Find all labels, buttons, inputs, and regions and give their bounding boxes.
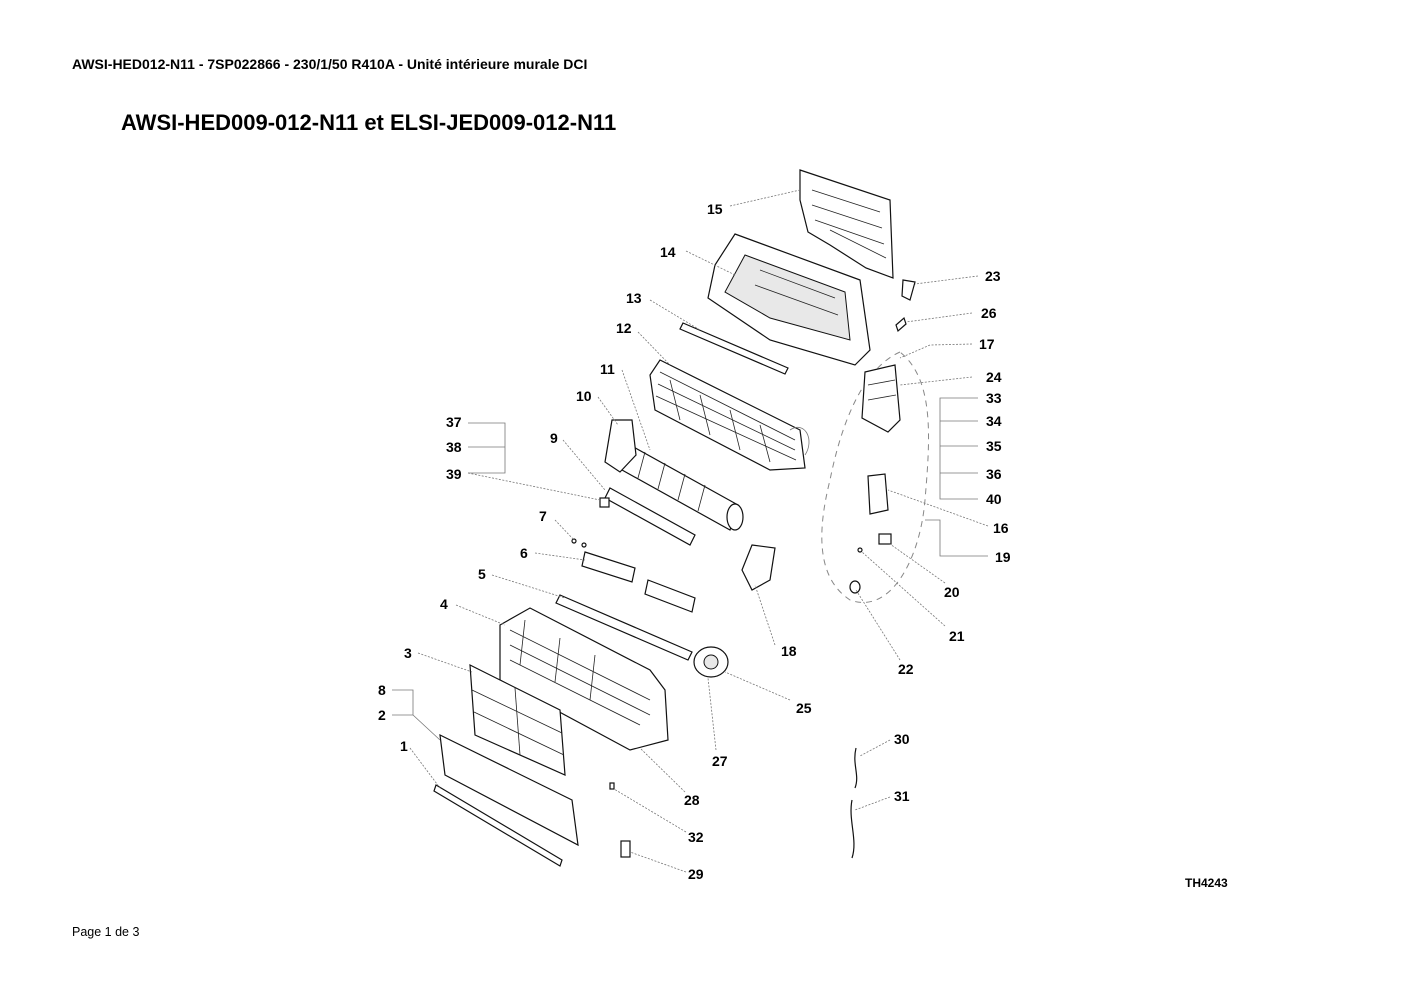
- part-mounting-plate: [799, 169, 894, 279]
- callout-15: 15: [707, 201, 723, 217]
- callout-39: 39: [446, 466, 462, 482]
- part-small-screw-32: [609, 782, 615, 790]
- part-drain-bar: [679, 322, 789, 375]
- part-small-screw: [857, 547, 863, 553]
- callout-23: 23: [985, 268, 1001, 284]
- callout-18: 18: [781, 643, 797, 659]
- callout-3: 3: [404, 645, 412, 661]
- callout-17: 17: [979, 336, 995, 352]
- callout-29: 29: [688, 866, 704, 882]
- callout-4: 4: [440, 596, 448, 612]
- part-sensor-cable-30: [854, 747, 858, 789]
- part-sensor-cable-31: [850, 799, 855, 859]
- part-front-grille: [439, 733, 579, 847]
- part-terminal-block: [867, 473, 889, 515]
- part-louver-bracket-right: [644, 579, 696, 613]
- callout-32: 32: [688, 829, 704, 845]
- part-clip: [571, 538, 577, 544]
- callout-16: 16: [993, 520, 1009, 536]
- callout-19: 19: [995, 549, 1011, 565]
- callout-21: 21: [949, 628, 965, 644]
- document-header: AWSI-HED012-N11 - 7SP022866 - 230/1/50 R…: [72, 56, 588, 72]
- callout-11: 11: [600, 361, 615, 377]
- part-bearing-support: [604, 419, 637, 473]
- part-pipe-clip: [895, 316, 907, 333]
- callout-9: 9: [550, 430, 558, 446]
- part-chassis: [707, 233, 871, 366]
- callout-13: 13: [626, 290, 642, 306]
- part-decor-strip: [433, 784, 563, 867]
- callout-5: 5: [478, 566, 486, 582]
- callout-35: 35: [986, 438, 1002, 454]
- callout-28: 28: [684, 792, 700, 808]
- callout-37: 37: [446, 414, 462, 430]
- callout-10: 10: [576, 388, 592, 404]
- callout-24: 24: [986, 369, 1002, 385]
- part-connector: [878, 533, 892, 545]
- callout-8: 8: [378, 682, 386, 698]
- callout-7: 7: [539, 508, 547, 524]
- callout-30: 30: [894, 731, 910, 747]
- part-tangential-fan: [621, 444, 744, 531]
- callout-36: 36: [986, 466, 1002, 482]
- drawing-reference: TH4243: [1185, 876, 1228, 890]
- callout-34: 34: [986, 413, 1002, 429]
- part-fan-motor: [693, 646, 729, 678]
- part-fan-shaft: [599, 487, 696, 546]
- callout-33: 33: [986, 390, 1002, 406]
- callout-31: 31: [894, 788, 910, 804]
- callout-22: 22: [898, 661, 914, 677]
- callout-27: 27: [712, 753, 728, 769]
- part-clip-2: [581, 542, 587, 548]
- page-number: Page 1 de 3: [72, 925, 140, 939]
- callout-20: 20: [944, 584, 960, 600]
- part-control-board: [861, 364, 901, 433]
- part-evaporator-coil: [649, 359, 810, 471]
- leader-lines: [409, 189, 989, 873]
- callout-2: 2: [378, 707, 386, 723]
- callout-1: 1: [400, 738, 408, 754]
- part-horizontal-louver: [555, 594, 693, 661]
- part-air-filter: [469, 663, 566, 776]
- electrical-box-outline: [821, 351, 929, 603]
- leader-brackets: [392, 397, 988, 741]
- part-grommet: [849, 580, 861, 594]
- callout-12: 12: [616, 320, 632, 336]
- callout-26: 26: [981, 305, 997, 321]
- callout-6: 6: [520, 545, 528, 561]
- part-side-bracket: [741, 544, 776, 591]
- callout-25: 25: [796, 700, 812, 716]
- part-louver-bracket-left: [581, 551, 636, 583]
- part-sensor-holder: [901, 279, 916, 301]
- diagram-title: AWSI-HED009-012-N11 et ELSI-JED009-012-N…: [121, 110, 617, 135]
- callout-40: 40: [986, 491, 1002, 507]
- callout-14: 14: [660, 244, 676, 260]
- part-remote-holder: [620, 840, 631, 858]
- callout-38: 38: [446, 439, 462, 455]
